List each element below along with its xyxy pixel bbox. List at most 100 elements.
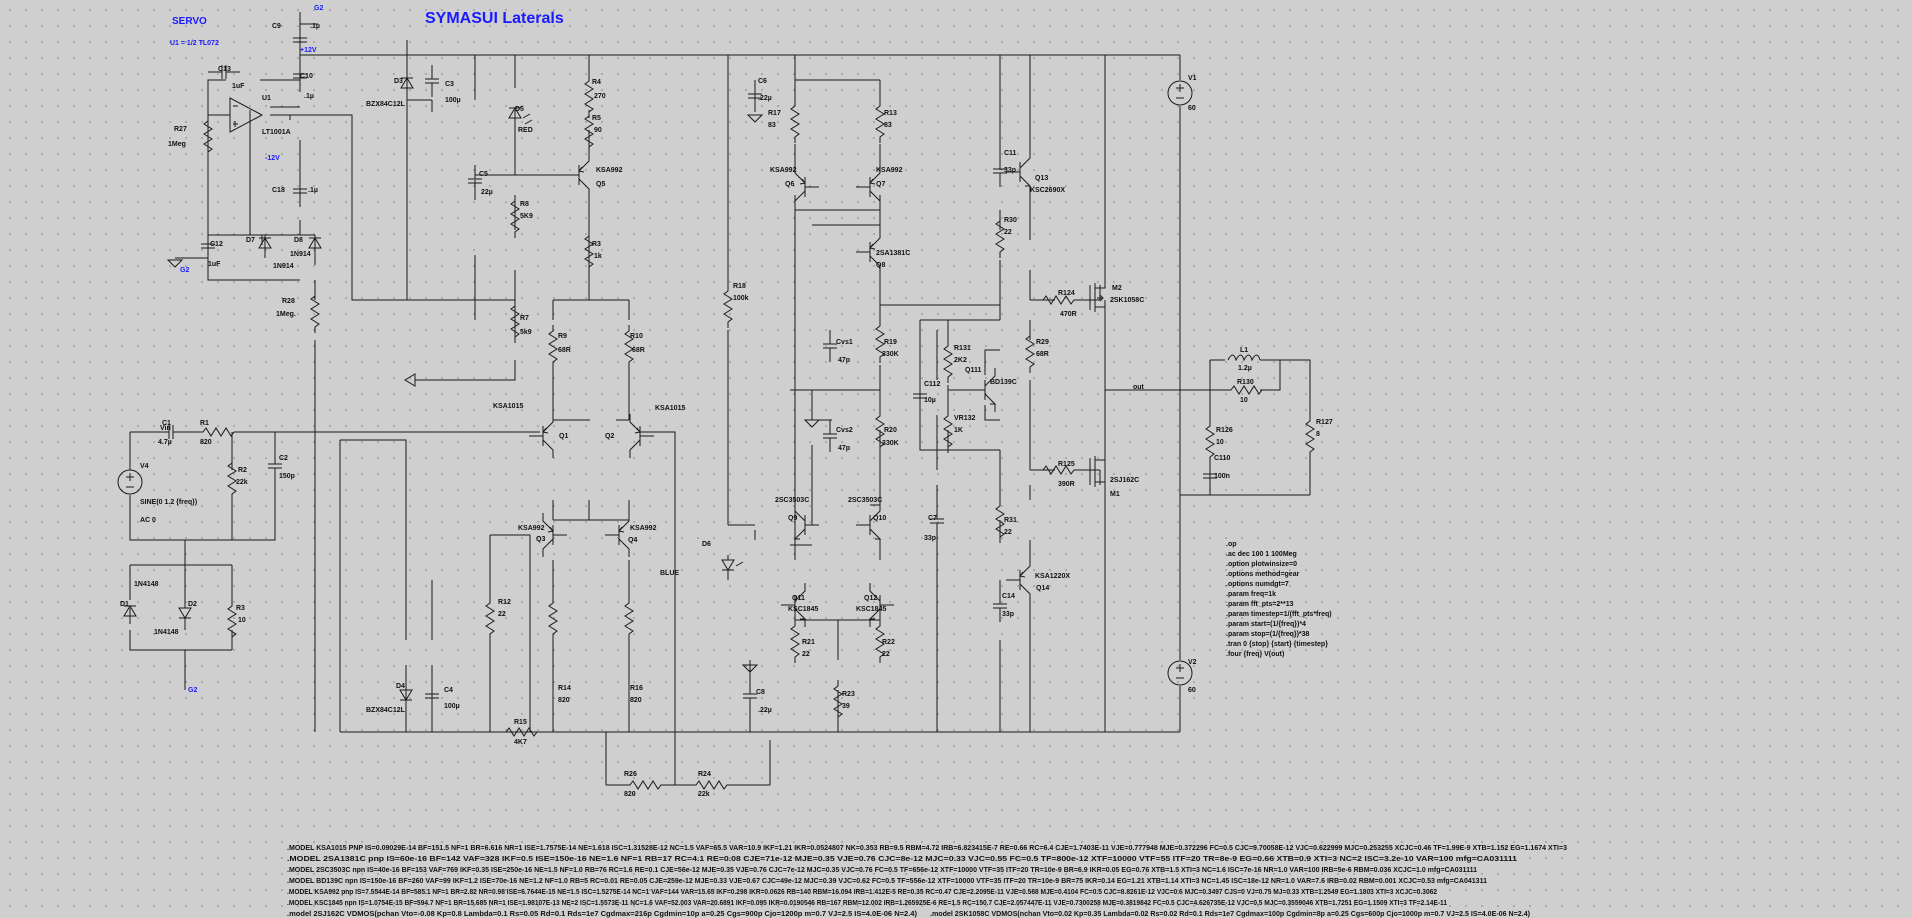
- diode-icon: [178, 600, 192, 630]
- q3-ref: Q3: [536, 536, 545, 543]
- resistor-icon: [548, 596, 558, 641]
- d4-ref: D4: [396, 683, 405, 690]
- c12-ref: C12: [210, 241, 223, 248]
- q14-model: KSA1220X: [1035, 573, 1070, 580]
- r28-value: 1Meg.: [276, 311, 296, 318]
- v2-value: 60: [1188, 687, 1196, 694]
- resistor-icon: [203, 114, 213, 159]
- q10-ref: Q10: [873, 515, 886, 522]
- directive-line: .options numdgt=7: [1226, 581, 1289, 588]
- transistor-icon: [794, 164, 820, 210]
- q5-model: KSA992: [596, 167, 623, 174]
- r22-value: 22: [882, 651, 890, 658]
- r16-value: 820: [630, 697, 642, 704]
- transistor-icon: [855, 502, 881, 548]
- c13-ref: C13: [218, 66, 231, 73]
- d3-value: BZX84C12L: [366, 101, 406, 108]
- transistor-icon: [564, 152, 590, 198]
- d6-ref: D6: [702, 541, 711, 548]
- r5-ref: R5: [592, 115, 601, 122]
- q111-ref: Q111: [965, 367, 981, 374]
- resistor-icon: [1305, 414, 1315, 459]
- resistor-icon: [623, 780, 668, 790]
- capacitor-icon: [822, 329, 838, 363]
- resistor-icon: [995, 214, 1005, 259]
- net-label-plus12: +12V: [300, 47, 317, 54]
- r16-ref: R16: [630, 685, 643, 692]
- q4-model: KSA992: [630, 525, 657, 532]
- resistor-icon: [1036, 295, 1081, 305]
- diode-icon: [308, 237, 322, 257]
- resistor-icon: [833, 679, 843, 724]
- c112-value: 10µ: [924, 397, 936, 404]
- c10-value: .1µ: [304, 93, 314, 100]
- resistor-icon: [790, 99, 800, 144]
- input-stage-wires: [129, 299, 676, 760]
- r9-value: 68R: [558, 347, 571, 354]
- r127-value: 8: [1316, 431, 1320, 438]
- net-label-minus12: -12V: [265, 155, 280, 162]
- v1-ref: V1: [1188, 75, 1197, 82]
- r130-value: 10: [1240, 397, 1248, 404]
- m1-model: 2SJ162C: [1110, 477, 1139, 484]
- resistor-icon: [943, 339, 953, 384]
- c7-ref: C7: [928, 515, 937, 522]
- r20-ref: R20: [884, 427, 897, 434]
- r124-ref: R124: [1058, 290, 1075, 297]
- c6-value: .22µ: [758, 95, 772, 102]
- d2-value: 1N4148: [154, 629, 179, 636]
- r19-value: 330K: [882, 351, 899, 358]
- cvs2-ref: Cvs2: [836, 427, 853, 434]
- net-label-blue: BLUE: [660, 570, 679, 577]
- r15-value: 4K7: [514, 739, 527, 746]
- r9-ref: R9: [558, 333, 567, 340]
- r24-ref: R24: [698, 771, 711, 778]
- q7-model: KSA992: [876, 167, 903, 174]
- q11-ref: Q11: [792, 595, 805, 602]
- r26-value: 820: [624, 791, 636, 798]
- transistor-icon: [629, 413, 655, 459]
- r17-ref: R17: [768, 110, 781, 117]
- c12-value: 1uF: [208, 261, 221, 268]
- c6-ref: C6: [758, 78, 767, 85]
- resistor-icon: [995, 499, 1005, 544]
- v4-ref: V4: [140, 463, 149, 470]
- directive-line: .option plotwinsize=0: [1226, 561, 1297, 568]
- ground-icon: [167, 259, 183, 268]
- r19-ref: R19: [884, 339, 897, 346]
- ground-icon: [804, 419, 820, 428]
- r29-value: 68R: [1036, 351, 1049, 358]
- c7-value: 33p: [924, 535, 936, 542]
- directive-line: .tran 0 {stop} {start} {timestep}: [1226, 641, 1328, 648]
- opamp-icon: [229, 97, 264, 133]
- c11-value: 33p: [1004, 167, 1016, 174]
- capacitor-icon: [822, 419, 838, 453]
- m1-ref: M1: [1110, 491, 1120, 498]
- d2-ref: D2: [188, 601, 197, 608]
- r5-value: 90: [594, 127, 602, 134]
- c14-ref: C14: [1002, 593, 1015, 600]
- d4-value: BZX84C12L: [366, 707, 406, 714]
- v1-value: 60: [1188, 105, 1196, 112]
- r14-ref: R14: [558, 685, 571, 692]
- ground-icon: [404, 373, 416, 387]
- resistor-icon: [1205, 419, 1215, 464]
- r18-ref: R18: [733, 283, 746, 290]
- q9-ref: Q9: [788, 515, 797, 522]
- resistor-icon: [227, 456, 237, 501]
- c1-value: 4.7µ: [158, 439, 172, 446]
- directive-line: .options method=gear: [1226, 571, 1300, 578]
- q5-ref: Q5: [596, 181, 605, 188]
- feedback-wires: [605, 732, 771, 786]
- r2-ref: R2: [238, 467, 247, 474]
- net-label-g2-left: G2: [180, 267, 189, 274]
- directive-line: .op: [1226, 541, 1237, 548]
- cvs1-ref: Cvs1: [836, 339, 853, 346]
- d5-ref: D5: [515, 106, 524, 113]
- q6-ref: Q6: [785, 181, 794, 188]
- reference-wires: [351, 40, 590, 381]
- page-title: SYMASUI Laterals: [425, 10, 564, 27]
- v4-value: SINE(0 1.2 {freq}): [140, 499, 197, 506]
